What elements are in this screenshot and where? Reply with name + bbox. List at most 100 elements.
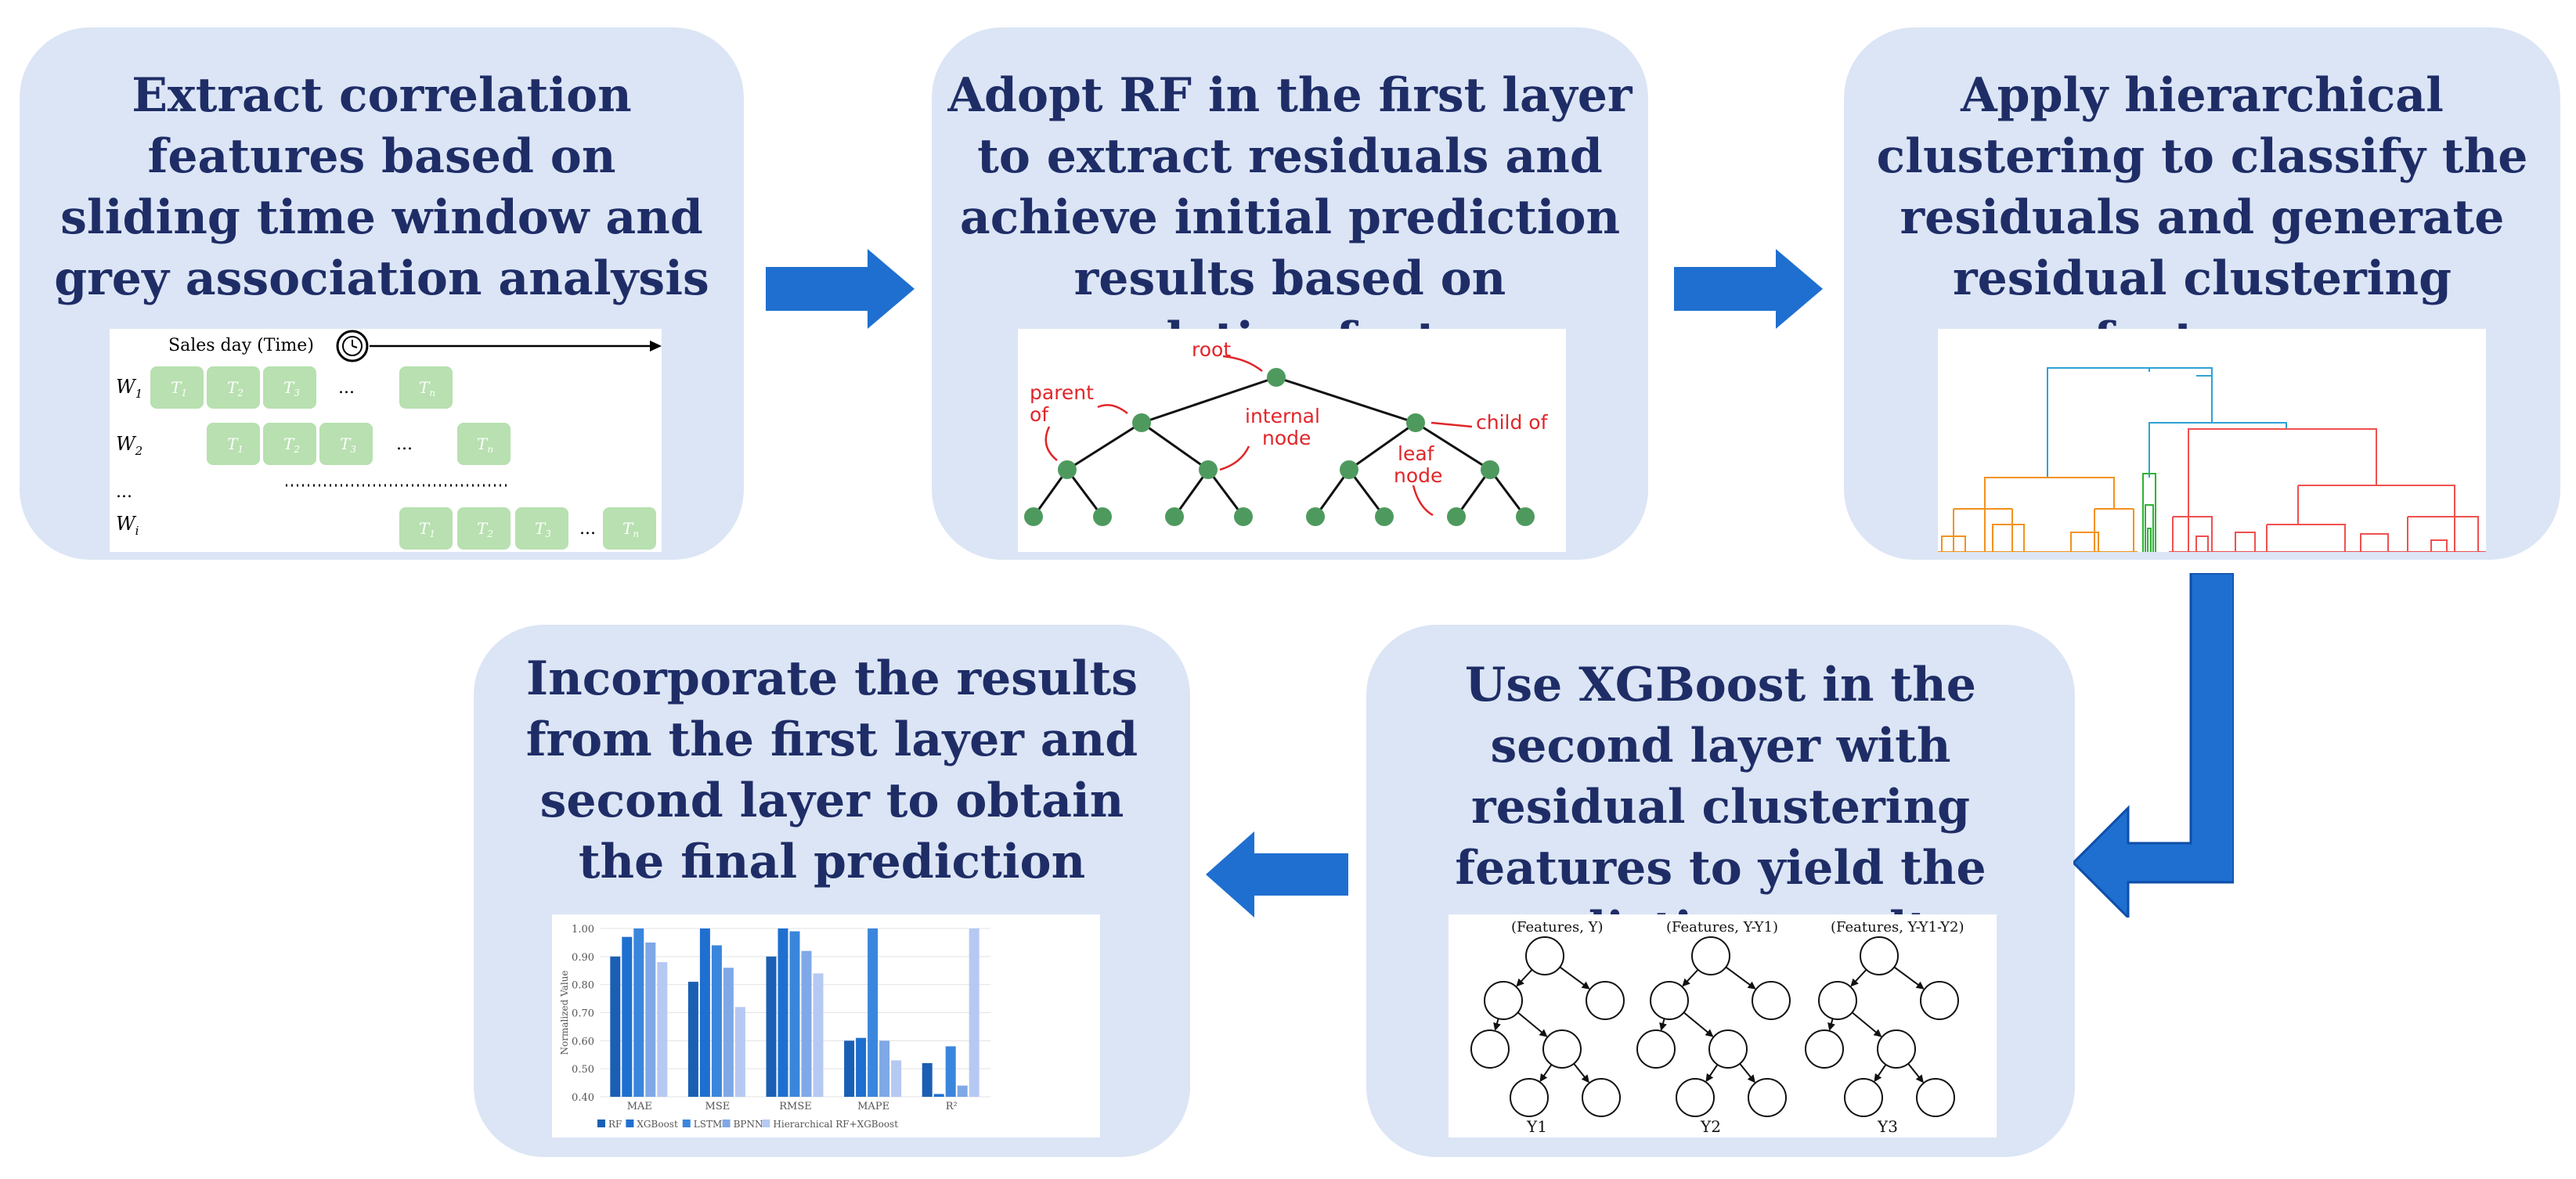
arrow-step3-to-step4	[2073, 573, 2234, 918]
parent-of-label-1: parent	[1030, 381, 1094, 404]
svg-text:T3: T3	[535, 519, 551, 539]
bar-hierarchical-rf-xgboost	[969, 928, 980, 1097]
parent-of-label-2: of	[1030, 403, 1049, 426]
bar-lstm	[868, 928, 879, 1097]
svg-text:...: ...	[579, 519, 596, 539]
arrow-step1-to-step2	[766, 249, 915, 329]
leaf-node-label-1: leaf	[1398, 442, 1435, 465]
bar-lstm	[945, 1046, 956, 1097]
xgb-arrowhead	[1682, 978, 1690, 987]
bar-xgboost	[622, 936, 633, 1097]
xgb-header-2: (Features, Y-Y1)	[1666, 919, 1778, 936]
leaf-node-label-2: node	[1394, 464, 1442, 487]
time-axis-arrowhead	[650, 341, 662, 352]
xgb-header-1: (Features, Y)	[1511, 919, 1604, 936]
step-5-title: Incorporate the results from the first l…	[525, 651, 1138, 889]
xgb-arrowhead	[1705, 1073, 1714, 1083]
step-4-box: Use XGBoost in the second layer with res…	[1366, 625, 2075, 1157]
xgb-output-1: Y1	[1526, 1117, 1547, 1136]
xgb-output-3: Y3	[1877, 1117, 1898, 1136]
time-axis-label: Sales day (Time)	[168, 336, 314, 355]
svg-text:T1: T1	[227, 434, 244, 455]
bar-bpnn	[645, 942, 656, 1097]
xgb-edge	[1851, 1011, 1881, 1036]
legend-label: XGBoost	[637, 1119, 678, 1130]
xgb-arrowhead	[1581, 1074, 1589, 1083]
xgb-edge	[1725, 966, 1755, 989]
xgb-node	[1691, 936, 1730, 975]
svg-text:T3: T3	[340, 434, 356, 455]
internal-node-label-1: internal	[1245, 405, 1320, 427]
window-row-2: T1 T2 T3 Tn ...	[207, 423, 511, 465]
decision-tree-diagram: root parent of internal node child of le…	[1024, 338, 1549, 526]
xgb-arrowhead	[1705, 1029, 1714, 1037]
bar-lstm	[789, 931, 800, 1097]
bar-rf	[922, 1063, 933, 1097]
row-label-w1: W1	[116, 376, 143, 401]
arrow-step4-to-step5	[1206, 831, 1348, 918]
xgb-node	[1805, 1029, 1844, 1069]
xgb-edge	[1683, 1011, 1712, 1036]
xgb-arrowhead	[1873, 1029, 1882, 1037]
xgboost-trees-panel: (Features, Y) (Features, Y-Y1) (Features…	[1449, 914, 1997, 1138]
svg-text:T2: T2	[283, 434, 300, 455]
svg-text:Tn: Tn	[477, 434, 493, 455]
xgb-node	[1844, 1078, 1883, 1117]
bar-rf	[844, 1040, 855, 1097]
step-3-title: Apply hierarchical clustering to classif…	[1876, 68, 2528, 367]
step-2-box: Adopt RF in the first layer to extract r…	[932, 27, 1648, 560]
xgb-node	[1542, 1029, 1582, 1069]
xgb-arrowhead	[1539, 1073, 1548, 1083]
legend-label: BPNN	[734, 1119, 763, 1130]
y-tick-label: 0.50	[572, 1064, 594, 1076]
row-label-w2: W2	[116, 433, 143, 458]
child-of-label: child of	[1476, 411, 1549, 434]
legend-label: LSTM	[694, 1119, 722, 1130]
row-label-wi: Wi	[116, 513, 139, 538]
bar-rf	[687, 982, 698, 1097]
clock-icon	[336, 330, 369, 362]
bar-bpnn	[879, 1040, 890, 1097]
dendrogram-diagram	[1938, 367, 2486, 552]
x-tick-label: MSE	[705, 1101, 731, 1112]
y-axis-label: Normalized Value	[559, 971, 570, 1055]
xgb-arrowhead	[1850, 978, 1859, 987]
xgb-arrowhead	[1747, 981, 1756, 990]
svg-text:Tn: Tn	[419, 378, 435, 398]
svg-text:...: ...	[338, 378, 355, 398]
xgb-arrowhead	[1827, 1022, 1835, 1031]
xgb-node	[1582, 1078, 1621, 1117]
xgb-node	[1636, 1029, 1676, 1069]
bar-rf	[766, 956, 777, 1097]
row-label-ellipsis: ...	[116, 482, 132, 502]
dendrogram-panel	[1938, 329, 2486, 552]
bar-hierarchical-rf-xgboost	[813, 973, 824, 1097]
legend-label: RF	[608, 1119, 622, 1130]
xgb-node	[1860, 936, 1899, 975]
legend-label: Hierarchical RF+XGBoost	[773, 1119, 898, 1130]
xgb-header-3: (Features, Y-Y1-Y2)	[1831, 919, 1964, 936]
xgb-arrowhead	[1659, 1022, 1667, 1031]
svg-text:T3: T3	[283, 378, 300, 398]
y-tick-label: 0.60	[572, 1036, 594, 1047]
legend-swatch	[597, 1120, 605, 1127]
bar-hierarchical-rf-xgboost	[657, 962, 668, 1097]
step-5-box: Incorporate the results from the first l…	[474, 625, 1190, 1157]
step-2-title: Adopt RF in the first layer to extract r…	[947, 68, 1633, 367]
y-tick-label: 0.80	[572, 980, 594, 992]
xgb-arrowhead	[1915, 981, 1925, 990]
bar-hierarchical-rf-xgboost	[734, 1007, 745, 1097]
bar-xgboost	[699, 928, 710, 1097]
svg-text:T2: T2	[477, 519, 493, 539]
legend-swatch	[762, 1120, 770, 1127]
step-1-box: Extract correlation features based on sl…	[20, 27, 744, 560]
xgb-node	[1877, 1029, 1916, 1069]
xgb-node	[1748, 1078, 1787, 1117]
bar-bpnn	[723, 968, 734, 1097]
internal-node-label-2: node	[1262, 427, 1311, 449]
legend-swatch	[626, 1120, 634, 1127]
xgb-arrowhead	[1581, 981, 1590, 990]
tree-nodes	[1024, 368, 1535, 526]
xgb-arrowhead	[1493, 1022, 1501, 1031]
